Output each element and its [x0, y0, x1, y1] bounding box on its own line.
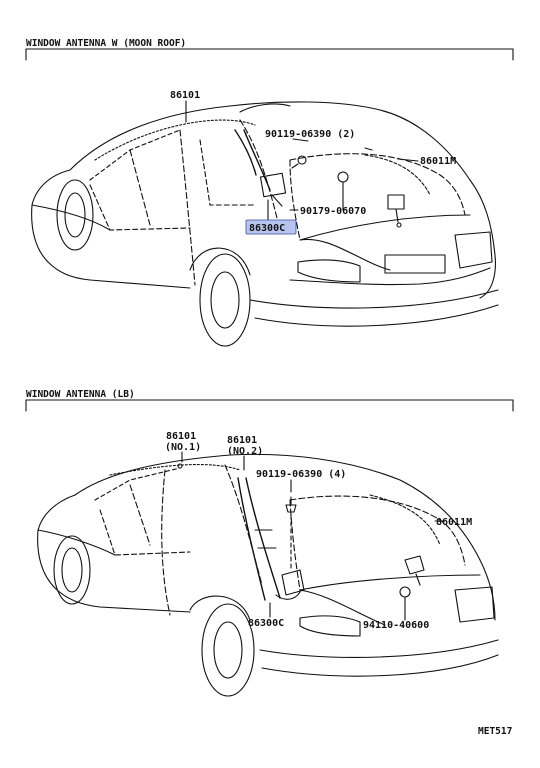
part-label-bolt-2[interactable]: 90119-06390 (4)	[256, 469, 346, 480]
part-label-86101[interactable]: 86101	[170, 90, 200, 101]
section1-frame	[25, 48, 514, 61]
highlighted-part-86300c[interactable]: 86300C	[245, 219, 297, 235]
part-label-86011m-2[interactable]: 86011M	[436, 517, 472, 528]
section1-title: WINDOW ANTENNA W (MOON ROOF)	[26, 38, 186, 49]
part-label-86101-no1-sub: (NO.1)	[165, 442, 201, 453]
diagram-code: MET517	[478, 726, 512, 737]
part-label-bolt[interactable]: 90119-06390 (2)	[265, 129, 355, 140]
section2-title: WINDOW ANTENNA (LB)	[26, 389, 135, 400]
part-label-94110[interactable]: 94110-40600	[363, 620, 429, 631]
section1-car-drawing	[31, 100, 499, 347]
part-label-86300c-2[interactable]: 86300C	[248, 618, 284, 629]
part-label-86101-no2-sub: (NO.2)	[227, 446, 263, 457]
part-label-86101-no1[interactable]: 86101	[166, 431, 196, 442]
part-label-grommet[interactable]: 90179-06070	[300, 206, 366, 217]
part-label-86101-no2[interactable]: 86101	[227, 435, 257, 446]
section2-car-drawing	[37, 451, 499, 697]
section2-frame	[25, 399, 514, 412]
part-label-86011m[interactable]: 86011M	[420, 156, 456, 167]
part-label-86300c[interactable]: 86300C	[249, 223, 285, 234]
